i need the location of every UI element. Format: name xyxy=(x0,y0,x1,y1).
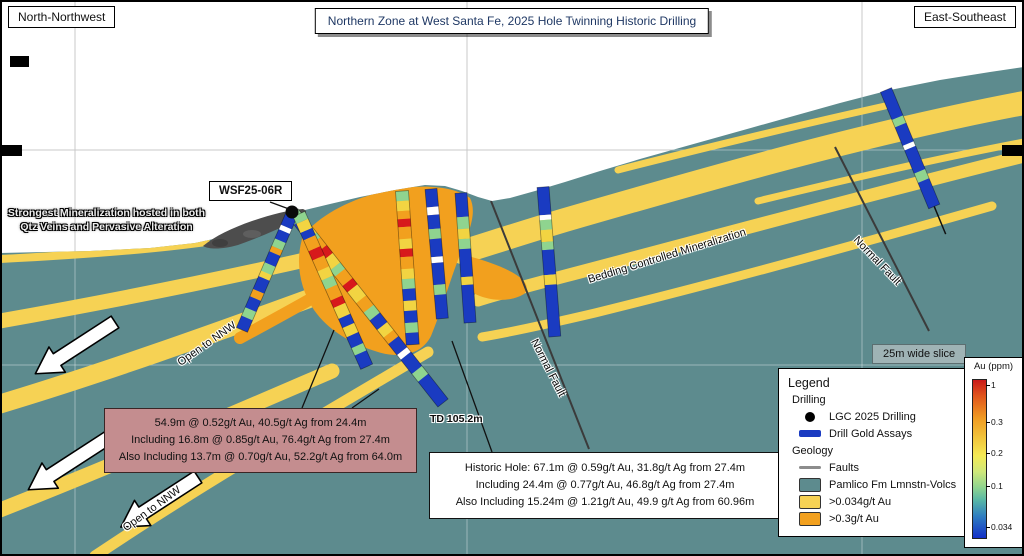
legend-label: Faults xyxy=(829,461,859,474)
surface-note-line1: Strongest Mineralization hosted in both xyxy=(7,207,206,219)
historic-assay-line1: Historic Hole: 67.1m @ 0.59g/t Au, 31.8g… xyxy=(464,462,746,474)
pamlico-swatch-icon xyxy=(799,477,821,492)
colorbar-tick-1: 1 xyxy=(991,380,996,390)
drillhole-traces-layer xyxy=(235,87,947,408)
colorbar-tickmark xyxy=(986,486,990,487)
figure-title-text: Northern Zone at West Santa Fe, 2025 Hol… xyxy=(327,14,697,28)
drill-collar-dot-icon xyxy=(805,411,815,422)
open-arrow-icon xyxy=(27,431,113,491)
drillhole-wsf25-06r-trace xyxy=(287,208,449,408)
au-ppm-colorbar: Au (ppm) 1 0.3 0.2 0.1 0.034 xyxy=(964,357,1023,548)
legend-item-faults: Faults xyxy=(798,459,970,476)
historic-drillhole-trace-1 xyxy=(395,190,420,346)
legend-item-gold-assays: Drill Gold Assays xyxy=(798,425,970,442)
high-grade-swatch-icon xyxy=(799,511,821,526)
historic-assay-line2: Including 24.4m @ 0.77g/t Au, 46.8g/t Ag… xyxy=(475,479,735,492)
colorbar-tickmark xyxy=(986,385,990,386)
callout-leader-lines xyxy=(269,201,493,453)
legend-label: LGC 2025 Drilling xyxy=(829,410,916,423)
orientation-label-right: East-Southeast xyxy=(913,6,1016,28)
open-arrow-icon xyxy=(120,470,203,528)
orientation-left-text: North-Northwest xyxy=(18,10,106,24)
open-extension-arrows xyxy=(27,315,203,528)
normal-fault-lines xyxy=(490,146,930,450)
legend-label: >0.3g/t Au xyxy=(829,512,879,525)
surface-outcrop-rocks xyxy=(203,209,307,249)
legend-section-drilling: Drilling xyxy=(792,394,826,406)
axis-label-chip xyxy=(1002,145,1024,156)
open-arrow-icon xyxy=(34,315,120,375)
orientation-label-left: North-Northwest xyxy=(8,6,116,28)
colorbar-gradient xyxy=(972,379,987,539)
colorbar-tick-0p2: 0.2 xyxy=(991,448,1003,458)
legend-item-pamlico: Pamlico Fm Lmnstn-Volcs xyxy=(798,476,970,493)
colorbar-title: Au (ppm) xyxy=(973,361,1014,372)
low-grade-swatch-icon xyxy=(799,494,821,509)
colorbar-tick-0p1: 0.1 xyxy=(991,481,1003,491)
hole-id-text: WSF25-06R xyxy=(219,185,283,197)
drillhole-fan-left-trace xyxy=(235,213,298,333)
surface-mineralization-note: Strongest Mineralization hosted in both … xyxy=(4,206,209,234)
surface-note-line2: Qtz Veins and Pervasive Alteration xyxy=(20,221,193,234)
legend-label: Pamlico Fm Lmnstn-Volcs xyxy=(829,478,957,491)
total-depth-label: TD 105.2m xyxy=(430,413,483,425)
legend-title: Legend xyxy=(788,376,830,390)
orientation-right-text: East-Southeast xyxy=(923,10,1006,24)
legend-item-low-grade: >0.034g/t Au xyxy=(798,493,970,510)
new-hole-assay-line1: 54.9m @ 0.52g/t Au, 40.5g/t Ag from 24.4… xyxy=(154,417,367,429)
axis-label-chip xyxy=(10,56,29,67)
colorbar-tickmark xyxy=(986,453,990,454)
colorbar-tickmark xyxy=(986,527,990,528)
legend-panel: Legend Drilling LGC 2025 Drilling Drill … xyxy=(778,368,980,537)
legend-section-geology: Geology xyxy=(792,445,833,457)
figure-title: Northern Zone at West Santa Fe, 2025 Hol… xyxy=(314,8,710,34)
hole-id-label: WSF25-06R xyxy=(209,181,293,201)
legend-item-lgc-drilling: LGC 2025 Drilling xyxy=(798,408,970,425)
colorbar-tick-0p3: 0.3 xyxy=(991,417,1003,427)
drillhole-fan-middle-trace xyxy=(292,210,374,370)
fault-line-icon xyxy=(799,466,821,469)
historic-hole-assay-callout: Historic Hole: 67.1m @ 0.59g/t Au, 31.8g… xyxy=(429,452,781,520)
axis-label-chip xyxy=(0,145,22,156)
historic-drillhole-trace-3 xyxy=(454,192,477,324)
new-hole-assay-line3: Also Including 13.7m @ 0.70g/t Au, 52.2g… xyxy=(118,451,403,464)
slice-width-chip: 25m wide slice xyxy=(872,344,967,364)
legend-label: Drill Gold Assays xyxy=(829,427,913,440)
historic-drillhole-trace-5 xyxy=(879,87,947,235)
drill-collar-icon xyxy=(285,205,299,219)
new-hole-assay-line2: Including 16.8m @ 0.85g/t Au, 76.4g/t Ag… xyxy=(131,434,390,447)
gold-assay-bar-icon xyxy=(799,430,821,437)
historic-drillhole-trace-2 xyxy=(424,188,449,320)
new-hole-assay-callout: 54.9m @ 0.52g/t Au, 40.5g/t Ag from 24.4… xyxy=(104,408,417,474)
colorbar-tickmark xyxy=(986,422,990,423)
legend-label: >0.034g/t Au xyxy=(829,495,892,508)
historic-assay-line3: Also Including 15.24m @ 1.21g/t Au, 49.9… xyxy=(455,496,755,509)
colorbar-tick-0p034: 0.034 xyxy=(991,522,1013,532)
legend-item-high-grade: >0.3g/t Au xyxy=(798,510,970,527)
historic-drillhole-trace-4 xyxy=(536,186,562,338)
